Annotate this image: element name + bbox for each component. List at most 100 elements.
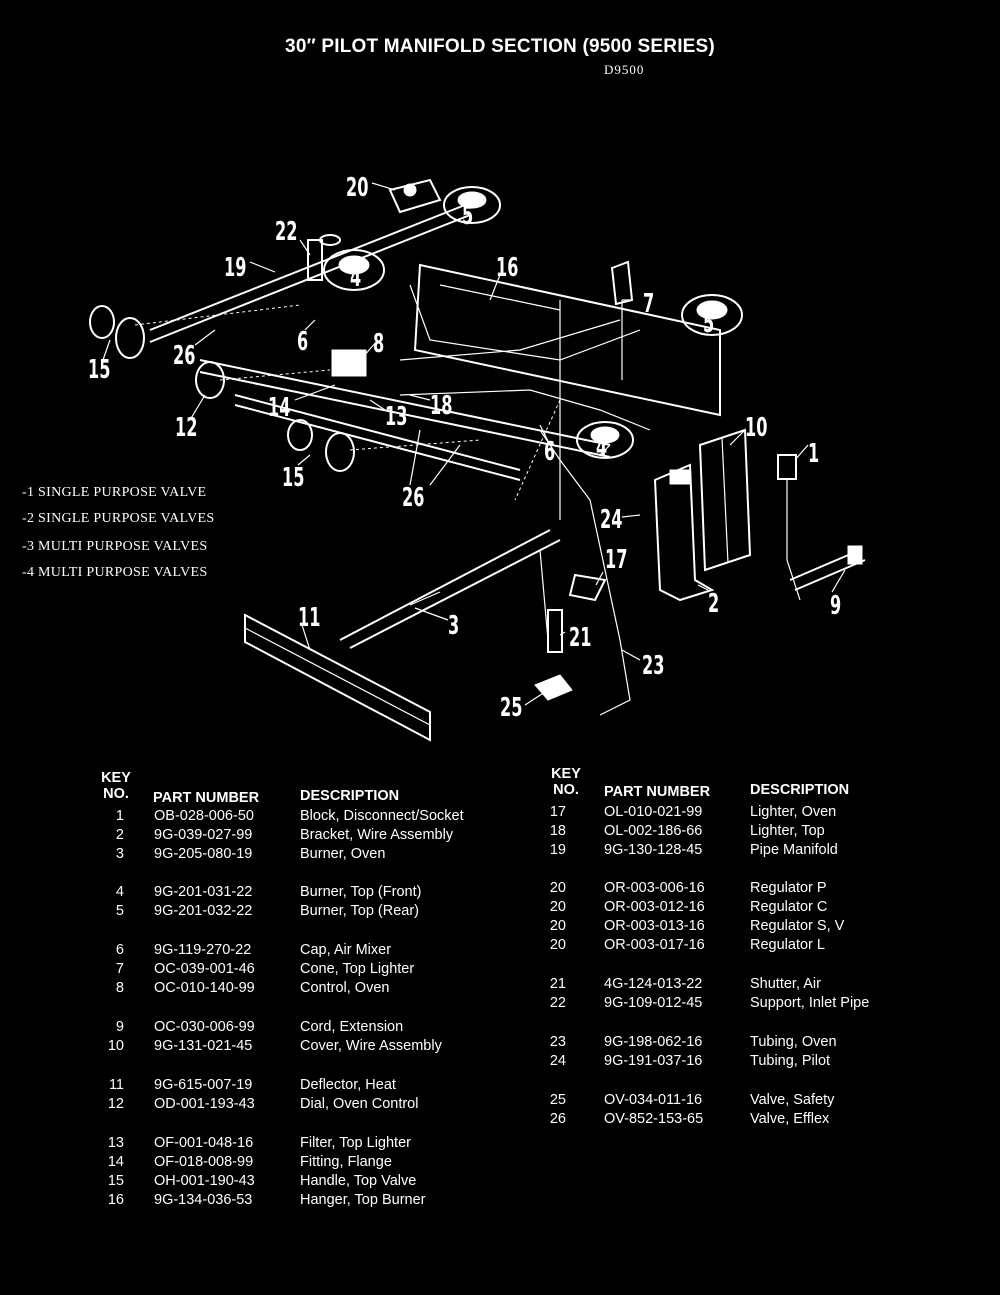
callout-16: 16 [496,253,518,283]
part-description: Tubing, Pilot [750,1053,831,1069]
part-description: Tubing, Oven [750,1034,837,1050]
part-description: Handle, Top Valve [300,1173,417,1189]
part-number: 9G-131-021-45 [154,1038,253,1054]
part-description: Fitting, Flange [300,1154,392,1170]
key-header: KEY NO. [551,766,581,798]
callout-21: 21 [569,623,591,653]
callout-numbers: 20 22 19 5 16 4 7 5 15 26 6 8 12 14 13 1… [88,173,841,723]
disconnect-block [777,454,801,601]
air-shutter [539,549,563,653]
part-number: 9G-130-128-45 [604,842,703,858]
part-number: OC-030-006-99 [154,1019,255,1035]
part-description: Cone, Top Lighter [300,961,415,977]
alignment-lines [134,304,561,501]
key-number: 7 [115,961,124,977]
part-number: OR-003-013-16 [604,918,705,934]
oven-burner [339,529,561,649]
part-number: OV-852-153-65 [604,1111,704,1127]
key-number: 20 [549,899,566,915]
part-number: 9G-201-032-22 [154,903,253,919]
callout-5-rear-left: 5 [462,201,473,231]
part-number: 9G-119-270-22 [154,942,252,958]
key-number: 20 [549,880,566,896]
exploded-parts-diagram: 20 22 19 5 16 4 7 5 15 26 6 8 12 14 13 1… [88,173,866,742]
part-number: OF-018-008-99 [154,1154,254,1170]
note-line: -2 SINGLE PURPOSE VALVES [22,511,215,526]
oven-control [331,349,367,377]
callout-15-upper: 15 [88,355,110,385]
part-number: 9G-191-037-16 [604,1053,703,1069]
part-description: Dial, Oven Control [300,1096,419,1112]
key-number: 5 [115,903,124,919]
key-number: 20 [549,937,566,953]
regulator [388,178,442,214]
top-lighter-cone [610,260,634,380]
callout-13: 13 [385,402,407,432]
callout-11: 11 [298,603,320,633]
valve-handle-upper [89,305,145,359]
callout-14: 14 [268,393,290,423]
key-number: 6 [115,942,124,958]
inlet-pipe-support [307,234,341,281]
callout-23: 23 [642,651,664,681]
key-header: KEY NO. [101,770,131,802]
callout-18: 18 [430,391,452,421]
callout-17: 17 [605,545,627,575]
part-description: Regulator P [750,880,827,896]
top-burner-rear-left [443,186,501,224]
part-description: Bracket, Wire Assembly [300,827,454,843]
part-number: 9G-134-036-53 [154,1192,253,1208]
note-line: -1 SINGLE PURPOSE VALVE [22,485,207,500]
key-number: 26 [549,1111,566,1127]
part-number: OD-001-193-43 [154,1096,255,1112]
part-description: Lighter, Top [750,823,825,839]
key-number: 13 [107,1135,124,1151]
extension-cord [789,545,866,591]
description-header: DESCRIPTION [750,782,850,798]
part-description: Burner, Top (Front) [300,884,422,900]
part-description: Block, Disconnect/Socket [300,808,464,824]
part-number: OR-003-017-16 [604,937,705,953]
part-number: OH-001-190-43 [154,1173,255,1189]
part-number: OV-034-011-16 [604,1092,703,1108]
key-number: 2 [115,827,124,843]
key-number: 17 [549,804,566,820]
part-description: Lighter, Oven [750,804,837,820]
part-description: Support, Inlet Pipe [750,995,870,1011]
part-number: OB-028-006-50 [154,808,254,824]
key-number: 1 [115,808,124,824]
part-description: Shutter, Air [750,976,821,992]
key-number: 22 [549,995,566,1011]
heat-deflector [244,613,431,742]
top-burner-rear-right [681,294,743,336]
callout-6-lower: 6 [544,437,555,467]
part-description: Regulator C [750,899,828,915]
page-title: 30″ PILOT MANIFOLD SECTION (9500 SERIES) [285,36,715,57]
manifold-pipe [149,204,611,481]
part-number: OL-002-186-66 [604,823,703,839]
part-number: 9G-205-080-19 [154,846,253,862]
model-code: D9500 [604,62,645,77]
part-description: Burner, Top (Rear) [300,903,420,919]
safety-valve [534,674,573,701]
part-description: Deflector, Heat [300,1077,396,1093]
callout-19: 19 [224,253,246,283]
callout-4-front-left: 4 [350,263,361,293]
key-number: 24 [549,1053,566,1069]
part-number: 4G-124-013-22 [604,976,703,992]
key-number: 11 [108,1077,124,1093]
part-number: 9G-201-031-22 [154,884,253,900]
part-number: 9G-615-007-19 [154,1077,253,1093]
oven-lighter [568,573,607,602]
key-number: 16 [107,1192,124,1208]
callout-25: 25 [500,693,522,723]
callout-26-lower: 26 [402,483,424,513]
part-description: Cover, Wire Assembly [300,1038,442,1054]
callout-15-lower: 15 [282,463,304,493]
callout-20: 20 [346,173,368,203]
part-description: Control, Oven [300,980,390,996]
part-description: Regulator S, V [750,918,845,934]
oven-control-dial [195,361,225,399]
